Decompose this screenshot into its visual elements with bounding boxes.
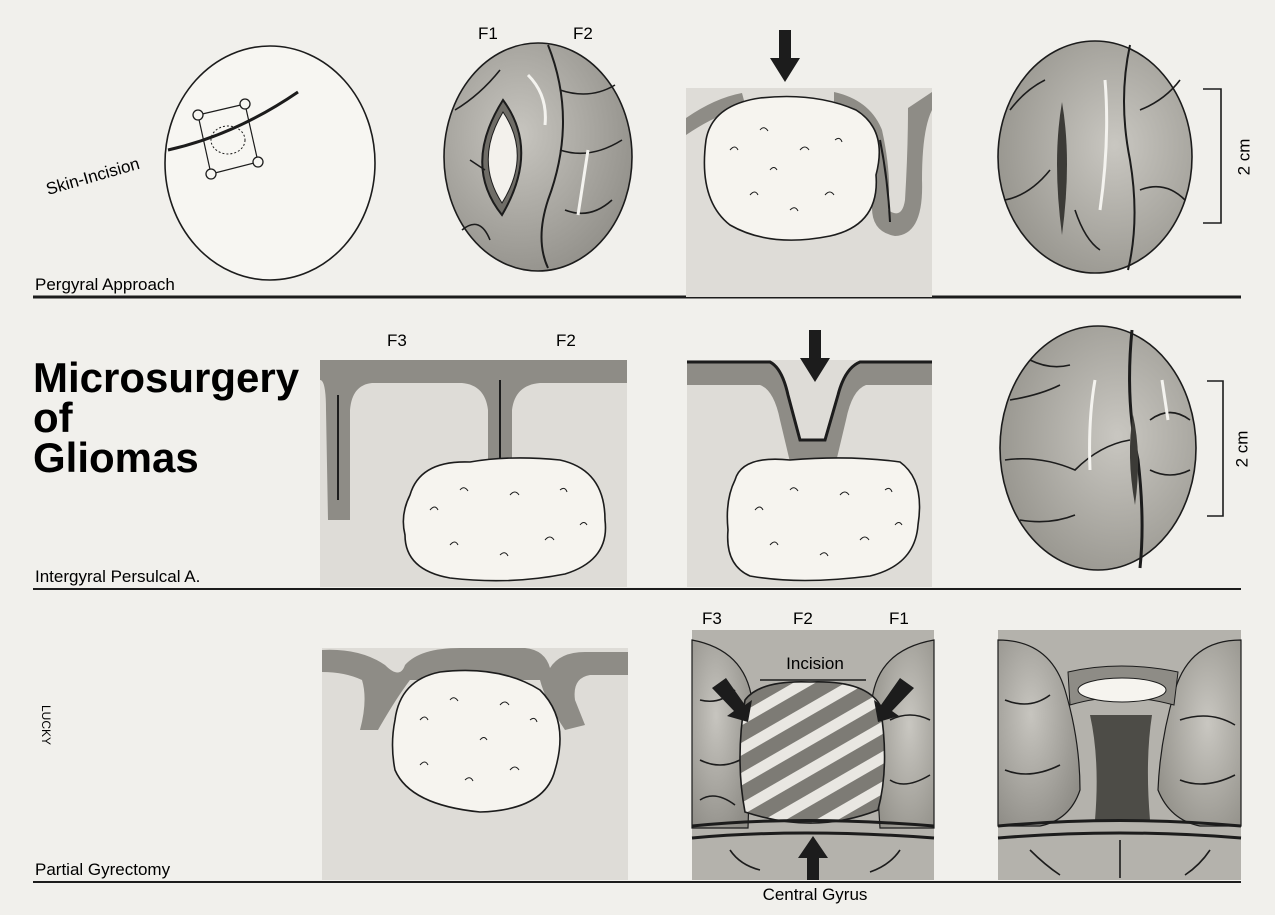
pergyral-cross-section: [686, 30, 932, 297]
cortex-surface: [998, 41, 1192, 273]
burr-hole: [193, 110, 203, 120]
tumor-mass: [704, 97, 879, 241]
tumor-mass: [403, 458, 605, 581]
gyrus-label-f3: F3: [702, 609, 722, 628]
gyrus-label-f2: F2: [556, 331, 576, 350]
closed-gyrus-view: [998, 41, 1192, 273]
row1-caption: Pergyral Approach: [35, 275, 175, 294]
gyrus-label-f2: F2: [793, 609, 813, 628]
gyrus-label-f1: F1: [478, 24, 498, 43]
gyrectomy-result-view: [998, 630, 1241, 880]
artist-signature: LUCKY: [39, 705, 53, 745]
cortex-surface: [1000, 326, 1196, 570]
gyrus-tumor-cross-section: [322, 648, 628, 880]
approach-arrow: [770, 30, 800, 82]
gyrus-label-f3: F3: [387, 331, 407, 350]
opened-gyrus-view: F1 F2: [444, 24, 632, 271]
cortex-surface: [444, 43, 632, 271]
scale-bracket: [1203, 89, 1221, 223]
central-gyrus-label: Central Gyrus: [763, 885, 868, 904]
gyrus-label-f1: F1: [889, 609, 909, 628]
row2-caption: Intergyral Persulcal A.: [35, 567, 200, 586]
incision-label: Incision: [786, 654, 844, 673]
gyrus-label-f2: F2: [573, 24, 593, 43]
resection-cavity: [1090, 715, 1152, 820]
row3-caption: Partial Gyrectomy: [35, 860, 171, 879]
scale-bar: 2 cm: [1203, 89, 1253, 223]
skin-incision-label: Skin-Incision: [44, 154, 142, 199]
opened-sulcus-cross-section: [687, 330, 932, 587]
head-outline-diagram: Skin-Incision: [44, 46, 375, 280]
tumor-mass: [727, 458, 919, 581]
burr-hole: [206, 169, 216, 179]
burr-hole: [240, 99, 250, 109]
sulcus-cross-section: F3 F2: [320, 331, 627, 587]
tumor-mass: [393, 670, 561, 812]
cut-surface: [1078, 678, 1166, 702]
sulcus-surface-view: [1000, 326, 1196, 570]
main-title-line3: Gliomas: [33, 434, 199, 481]
main-title-line1: Microsurgery: [33, 354, 300, 401]
scale-bracket: [1207, 381, 1223, 516]
scale-bar: 2 cm: [1207, 381, 1251, 516]
resected-gyrus: [740, 682, 885, 823]
burr-hole: [253, 157, 263, 167]
gyrectomy-surface-view: Incision F3 F2 F1: [692, 609, 934, 880]
scale-label: 2 cm: [1232, 431, 1251, 468]
head-outline: [165, 46, 375, 280]
scale-label: 2 cm: [1234, 139, 1253, 176]
